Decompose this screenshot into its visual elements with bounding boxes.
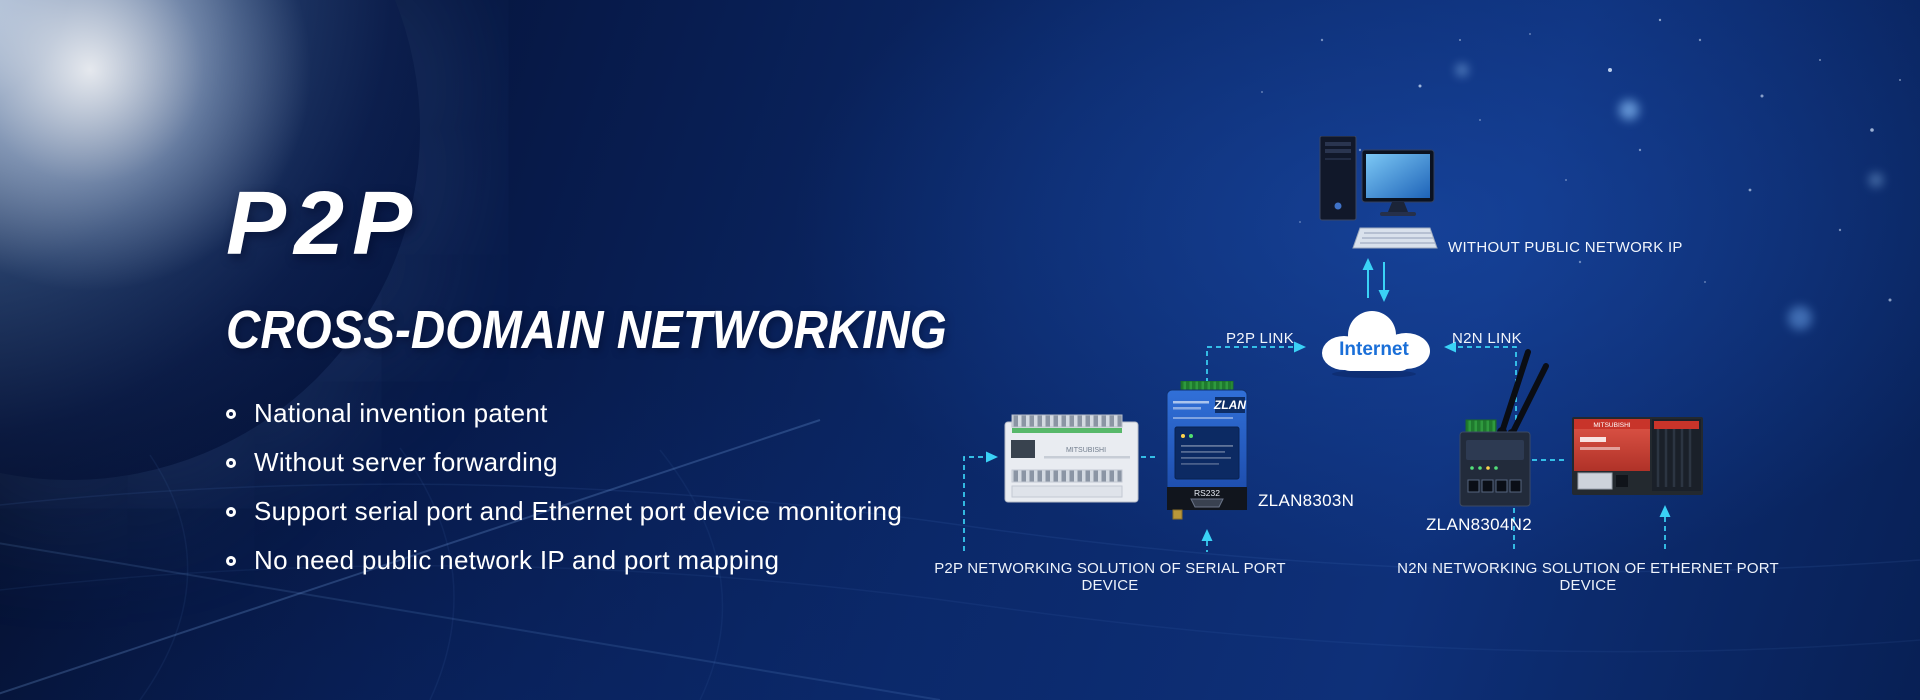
bullet-icon [226,555,236,566]
pc-label: WITHOUT PUBLIC NETWORK IP [1448,239,1683,256]
feature-list: National invention patent Without server… [226,389,1045,585]
internet-cloud: Internet [1308,303,1442,379]
caption-serial-solution: P2P NETWORKING SOLUTION OF SERIAL PORT D… [934,560,1286,594]
feature-item: Without server forwarding [226,438,1045,487]
feature-text: Support serial port and Ethernet port de… [254,496,903,526]
caption-ethernet-solution: N2N NETWORKING SOLUTION OF ETHERNET PORT… [1397,560,1779,594]
desktop-computer-drawing [1319,136,1438,249]
bullet-icon [226,506,236,517]
plc-brand-text: MITSUBISHI [1066,447,1106,454]
zlan8303n-device-icon: ZLAN RS232 [1161,381,1253,527]
zlan8304n2-model-label: ZLAN8304N2 [1426,515,1533,534]
page-title: P2P [226,174,421,274]
glow-spots [1456,64,1883,330]
zlan8304n2-device-icon [1446,340,1551,515]
feature-text: Without server forwarding [254,447,558,477]
cloud-icon: Internet [1322,311,1430,378]
plc-white-drawing: MITSUBISHI [1004,414,1139,503]
light-streaks [0,419,941,700]
feature-text: No need public network IP and port mappi… [254,545,780,575]
zlan-logo-text: ZLAN [1213,398,1246,412]
world-map-lines [0,447,1920,700]
n2n-link-label: N2N LINK [1452,330,1522,347]
desktop-computer-icon [1318,136,1438,254]
stars [1261,18,1901,302]
bullet-icon [226,457,236,468]
zlan-blue-drawing: ZLAN RS232 [1166,381,1248,520]
plc-red-drawing: MITSUBISHI [1572,417,1703,495]
internet-label: Internet [1339,339,1409,360]
plc-red-brand-text: MITSUBISHI [1593,422,1630,429]
feature-item: National invention patent [226,389,1045,438]
feature-item: No need public network IP and port mappi… [226,536,1045,585]
p2p-link-label: P2P LINK [1226,330,1294,347]
zlan8303n-model-label: ZLAN8303N [1258,491,1355,510]
plc-serial-device-icon: MITSUBISHI [1004,414,1139,510]
hero-text-block: P2P CROSS-DOMAIN NETWORKING National inv… [226,174,1045,585]
plc-left-line [963,456,986,551]
plc-ethernet-device-icon: MITSUBISHI [1570,407,1705,503]
feature-text: National invention patent [254,398,548,428]
hero-subtitle: CROSS-DOMAIN NETWORKING [226,300,947,360]
p2p-link-line [1206,346,1294,383]
feature-item: Support serial port and Ethernet port de… [226,487,1045,536]
router-drawing [1459,349,1549,507]
rs232-label: RS232 [1194,488,1220,498]
bullet-icon [226,408,236,419]
